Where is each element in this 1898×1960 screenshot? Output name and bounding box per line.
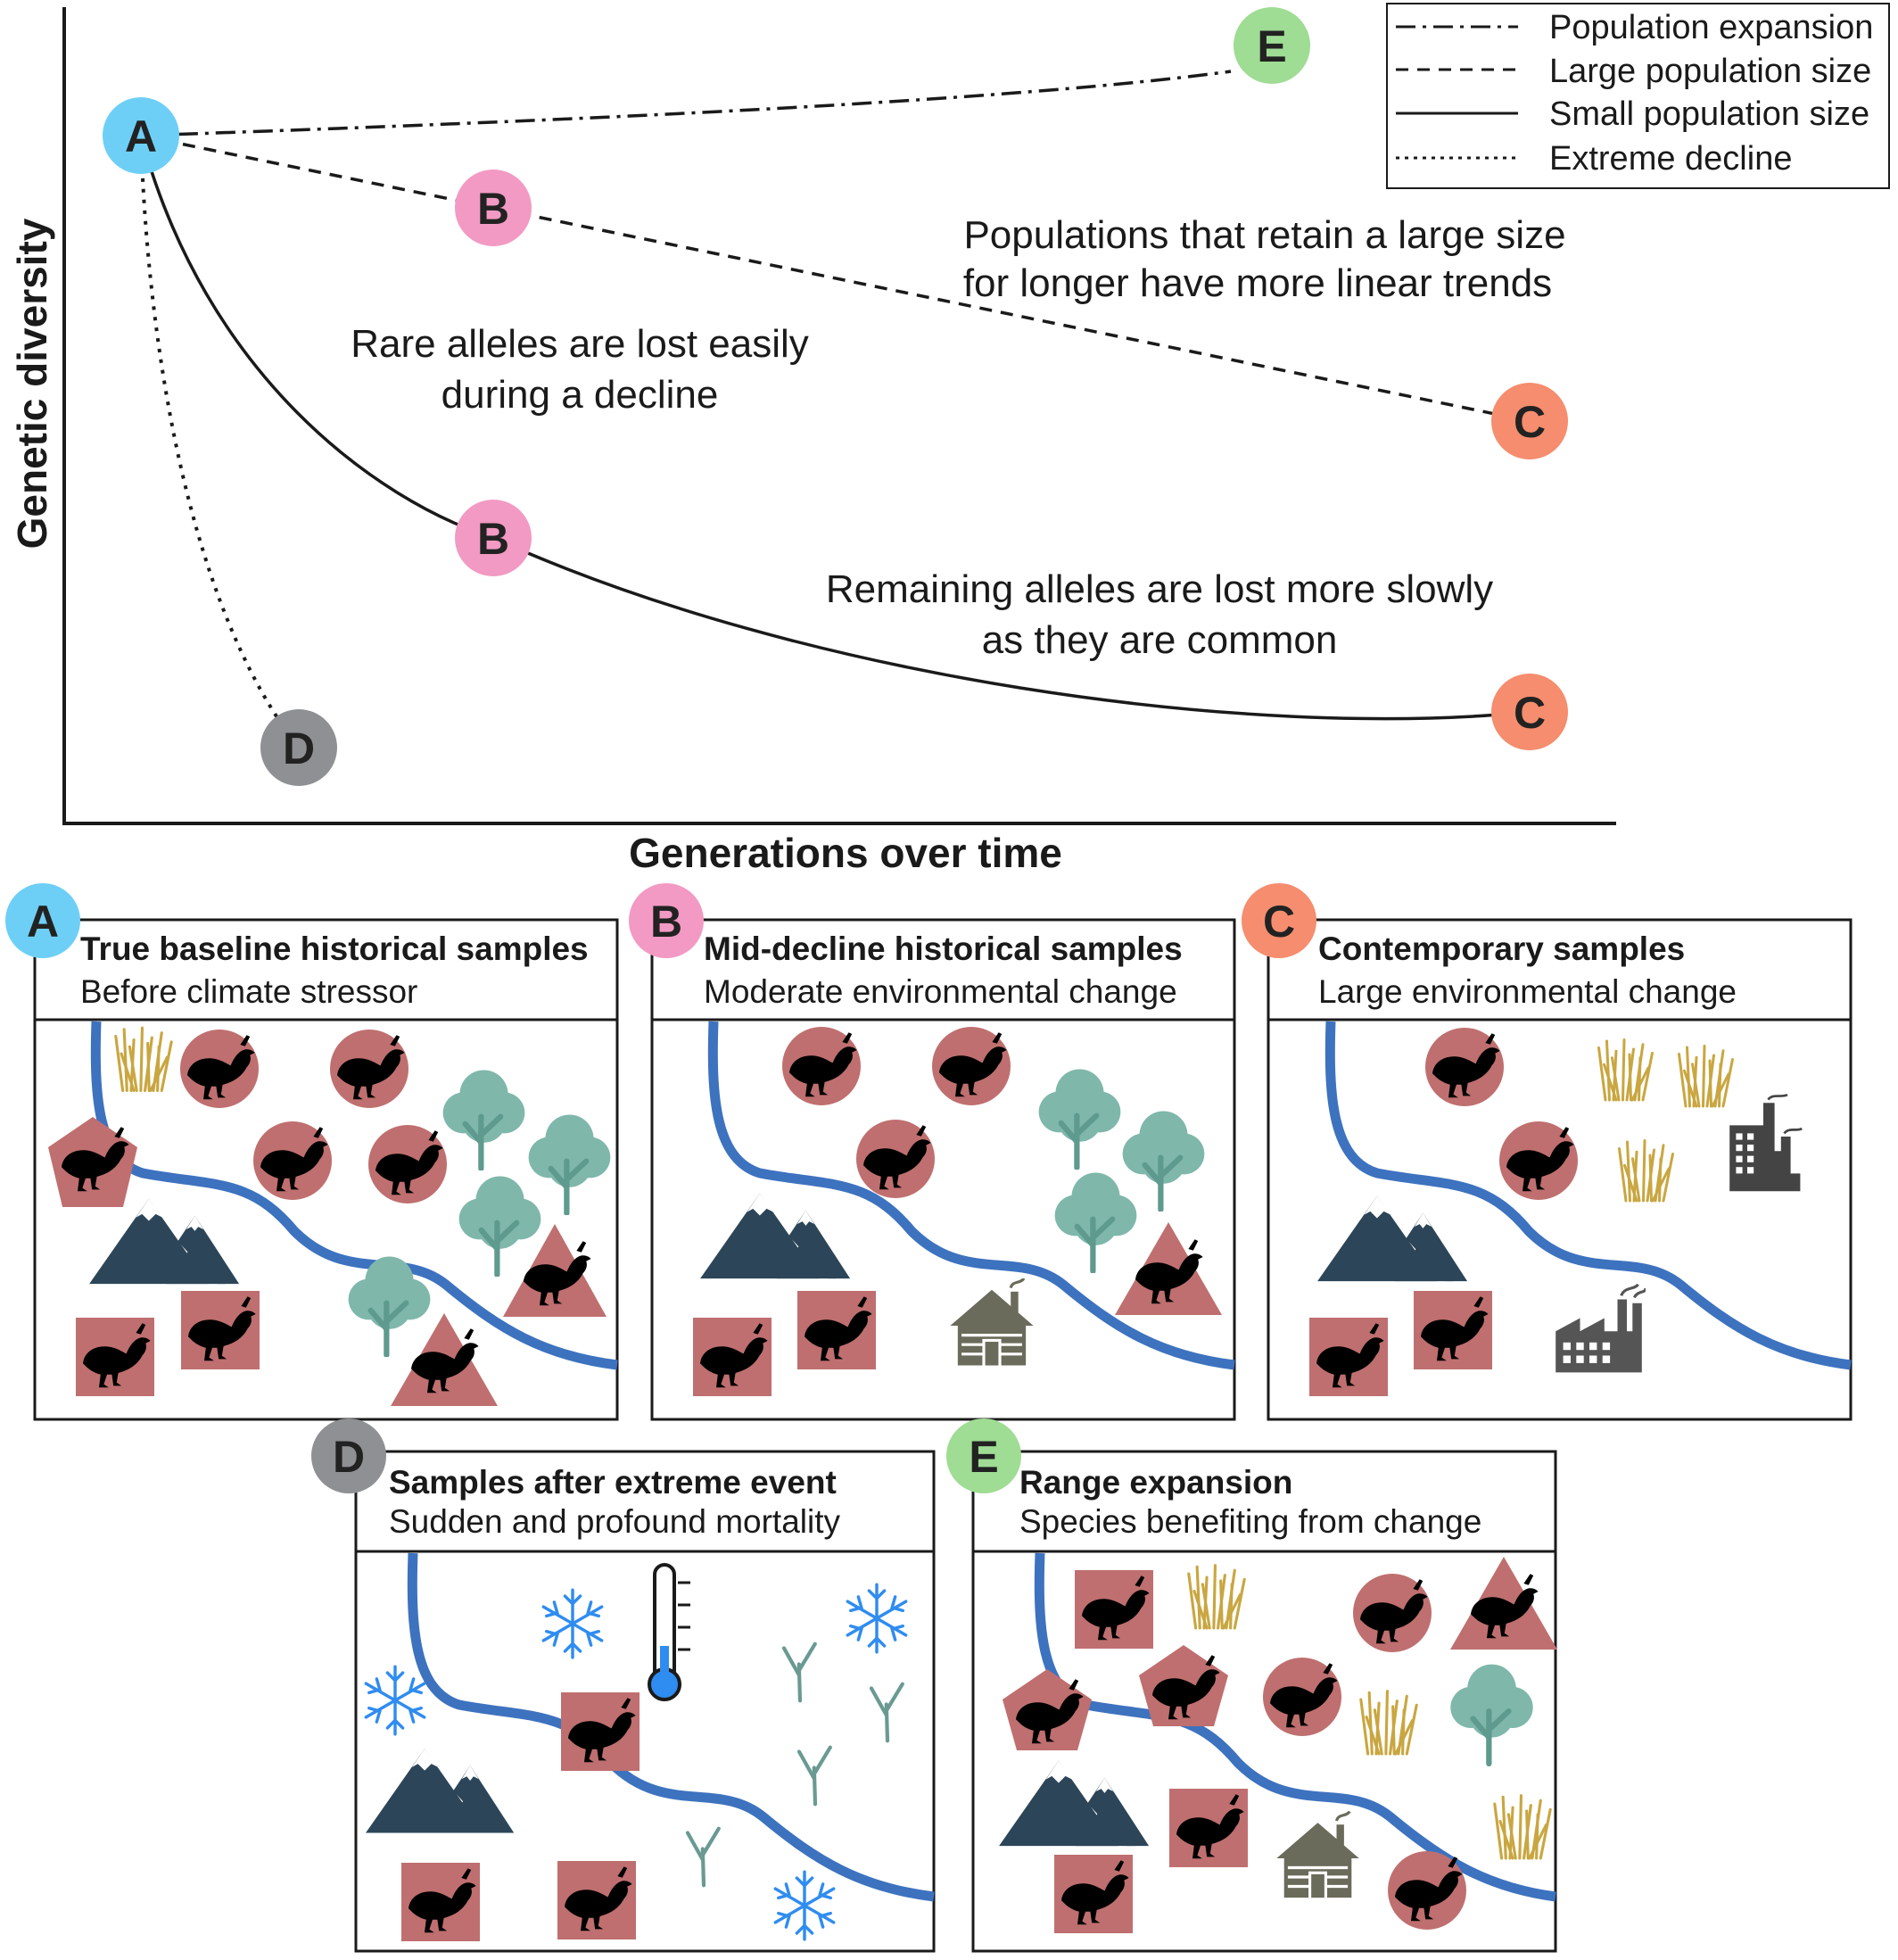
small-population-line [139, 135, 1531, 721]
panel-e-bird-triangle-icon [1450, 1557, 1557, 1650]
panel-a-bird-circle-icon [368, 1125, 447, 1203]
panel-a-bird-square-icon [181, 1291, 260, 1369]
node-a: A [103, 97, 179, 174]
node-d: D [260, 709, 337, 786]
panel-d-bird-square-icon [557, 1861, 636, 1939]
legend: Population expansion Large population si… [1386, 3, 1890, 189]
node-b-large: B [455, 170, 532, 246]
panel-e-title: Range expansion [1019, 1464, 1292, 1501]
panel-e-bird-square-icon [1169, 1789, 1248, 1867]
panel-e-subtitle: Species benefiting from change [1019, 1503, 1481, 1540]
legend-label-expansion: Population expansion [1549, 9, 1873, 46]
panel-a-bird-circle-icon [330, 1030, 408, 1108]
x-axis-title: Generations over time [629, 830, 1062, 876]
panel-d-badge [311, 1418, 386, 1493]
panel-a-bird-pentagon-icon [48, 1117, 137, 1207]
svg-text:C: C [1514, 397, 1546, 447]
panel-e-bird-square-icon [1075, 1570, 1153, 1649]
panel-b: Mid-decline historical samples Moderate … [629, 883, 1236, 1421]
panel-c-bird-circle-icon [1499, 1121, 1578, 1200]
legend-label-small: Small population size [1549, 95, 1869, 133]
panel-c: Contemporary samples Large environmental… [1242, 883, 1853, 1421]
panel-b-river [707, 1021, 1235, 1370]
panel-a-bird-circle-icon [180, 1030, 259, 1108]
panel-b-bird-triangle-icon [1115, 1222, 1222, 1315]
svg-text:A: A [125, 112, 157, 161]
svg-text:D: D [283, 724, 315, 773]
panel-a-title: True baseline historical samples [80, 930, 589, 967]
panel-a-badge [5, 883, 80, 958]
annotation-remaining-line-2: as they are common [982, 618, 1338, 662]
annotation-large-line-1: Populations that retain a large size [963, 213, 1565, 257]
node-e: E [1234, 7, 1310, 84]
panel-c-river [1324, 1021, 1852, 1370]
panel-c-bird-square-icon [1414, 1291, 1492, 1369]
panel-a-subtitle: Before climate stressor [80, 973, 417, 1010]
panel-a-bird-square-icon [76, 1318, 154, 1396]
panel-e-bird-circle-icon [1353, 1574, 1432, 1652]
panel-c-bird-circle-icon [1425, 1028, 1504, 1106]
svg-text:B: B [477, 184, 509, 234]
panel-d-thermometer-icon [648, 1563, 690, 1701]
node-c-large: C [1491, 383, 1568, 459]
panel-e: Range expansion Species benefiting from … [946, 1418, 1557, 1953]
panel-c-badge [1242, 883, 1316, 958]
panel-d-title: Samples after extreme event [389, 1464, 837, 1501]
panel-c-bird-square-icon [1309, 1318, 1388, 1396]
legend-label-large: Large population size [1549, 53, 1871, 90]
panel-e-badge [946, 1418, 1021, 1493]
panel-e-badge-letter: E [969, 1432, 998, 1482]
main-chart: Genetic diversity Generations over time … [9, 3, 1890, 876]
svg-text:E: E [1257, 21, 1286, 71]
annotation-rare-line-2: during a decline [441, 373, 719, 417]
node-b-small: B [455, 500, 532, 576]
legend-label-extreme: Extreme decline [1549, 140, 1792, 178]
panel-e-bird-square-icon [1054, 1855, 1133, 1933]
panel-b-bird-square-icon [797, 1291, 876, 1369]
svg-text:B: B [477, 514, 509, 564]
panel-e-bird-pentagon-icon [1003, 1669, 1092, 1750]
panel-d-badge-letter: D [333, 1432, 365, 1482]
panel-d-bird-square-icon [401, 1863, 480, 1941]
panel-c-badge-letter: C [1263, 897, 1295, 947]
panel-e-bird-pentagon-icon [1139, 1645, 1228, 1726]
panel-d-bird-square-icon [561, 1692, 640, 1771]
panel-b-title: Mid-decline historical samples [704, 930, 1183, 967]
population-expansion-line [140, 70, 1232, 137]
node-c-small: C [1491, 674, 1568, 750]
panel-c-title: Contemporary samples [1318, 930, 1685, 967]
panel-d: Samples after extreme event Sudden and p… [311, 1418, 936, 1953]
panel-a-bird-triangle-icon [391, 1313, 498, 1406]
panel-b-badge-letter: B [650, 897, 682, 947]
panel-b-subtitle: Moderate environmental change [704, 973, 1177, 1010]
panel-b-bird-square-icon [693, 1318, 772, 1396]
extreme-decline-line [139, 135, 301, 749]
panel-c-subtitle: Large environmental change [1318, 973, 1737, 1010]
svg-text:C: C [1514, 688, 1546, 738]
panel-b-badge [629, 883, 704, 958]
annotation-remaining-line-1: Remaining alleles are lost more slowly [826, 567, 1493, 611]
panel-a: True baseline historical samples Before … [5, 883, 619, 1421]
panel-b-bird-circle-icon [856, 1120, 935, 1198]
annotation-large-line-2: for longer have more linear trends [963, 261, 1552, 305]
annotation-rare-line-1: Rare alleles are lost easily [351, 322, 809, 366]
panel-b-bird-circle-icon [782, 1027, 861, 1105]
panel-b-bird-circle-icon [932, 1027, 1011, 1105]
panel-a-badge-letter: A [27, 897, 59, 947]
panel-a-bird-circle-icon [253, 1121, 332, 1200]
panel-e-bird-circle-icon [1263, 1658, 1341, 1736]
y-axis-title: Genetic diversity [9, 218, 55, 549]
panel-e-bird-circle-icon [1388, 1851, 1466, 1930]
panel-d-subtitle: Sudden and profound mortality [389, 1503, 841, 1540]
chart-axes [62, 7, 1616, 825]
panel-a-bird-triangle-icon [503, 1224, 607, 1317]
